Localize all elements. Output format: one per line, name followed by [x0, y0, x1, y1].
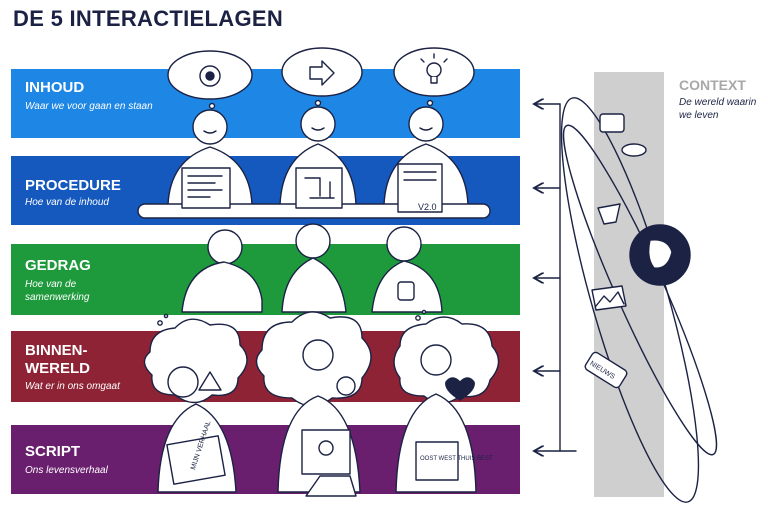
layer-subtitle: Hoe van de inhoud — [25, 197, 109, 208]
context-title: CONTEXT — [679, 77, 746, 93]
board-version-text: V2.0 — [418, 202, 437, 212]
layer-label: GEDRAG — [25, 257, 91, 274]
thought-cloud-eye — [167, 50, 253, 117]
arrow-right-icon — [309, 60, 335, 86]
page-title: DE 5 INTERACTIELAGEN — [13, 6, 284, 31]
coffee-cup-icon — [599, 113, 625, 133]
context-world: NIEUWS — [560, 97, 718, 503]
card-text: OOST WEST THUIS BEST — [420, 456, 493, 462]
layer-label: PROCEDURE — [25, 177, 121, 194]
person-heads-top — [192, 106, 444, 145]
warning-icon — [198, 371, 222, 391]
globe-icon — [629, 224, 691, 286]
card-icon: OOST WEST THUIS BEST — [415, 441, 493, 481]
layer-subtitle: Waar we voor gaan en staan — [25, 101, 153, 112]
plate-icon — [621, 143, 647, 157]
layer-subtitle: Ons levensverhaal — [25, 465, 108, 476]
inner-world-clouds — [143, 309, 500, 407]
medal-icon — [336, 376, 356, 396]
context-arrows — [534, 104, 577, 451]
layer-subtitle: Wat er in ons omgaat — [25, 381, 120, 392]
people-collaborating — [181, 223, 443, 313]
lamp-icon — [597, 203, 621, 225]
layer-subtitle: Hoe van de samenwerking — [25, 279, 90, 303]
people-at-table: V2.0 — [137, 143, 491, 219]
heart-icon — [445, 377, 475, 401]
thought-cloud-lightbulb — [393, 47, 475, 114]
eye-icon — [199, 65, 221, 87]
layer-label: SCRIPT — [25, 443, 81, 460]
layer-label: BINNEN-WERELD — [25, 342, 90, 377]
lightbulb-icon — [420, 53, 448, 84]
thought-cloud-arrow — [281, 47, 363, 114]
people-with-life-story: MIJN VERHAAL OOST WEST THUIS BEST — [157, 393, 493, 497]
context-subtitle: De wereld waarin we leven — [679, 97, 757, 121]
landscape-icon — [591, 285, 627, 311]
layer-label: INHOUD — [25, 79, 85, 96]
newspaper-icon: NIEUWS — [584, 351, 628, 389]
